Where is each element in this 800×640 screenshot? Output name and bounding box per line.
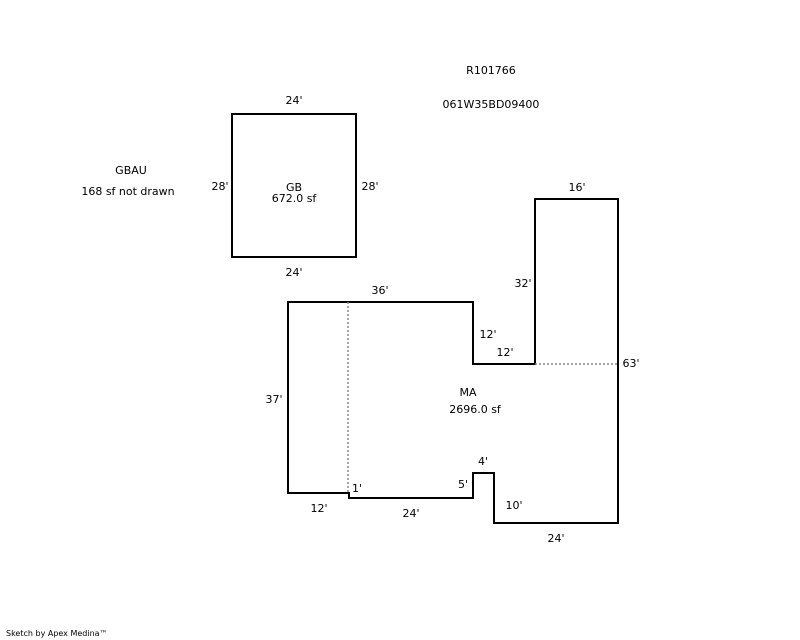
main-dim-right: 63' [622,357,639,370]
main-dim-jog: 1' [352,482,362,495]
main-dim-top: 36' [371,284,388,297]
main-dim-wing-top: 16' [568,181,585,194]
garage-code: GB [286,181,302,194]
main-dim-notch-up: 5' [458,478,468,491]
main-area-code: MA [459,386,476,399]
parcel-id: R101766 [466,64,516,77]
main-dim-left: 37' [265,393,282,406]
undrawn-area-code: GBAU [115,164,147,177]
main-dim-step-down: 12' [479,328,496,341]
garage-dim-top: 24' [285,94,302,107]
sketch-credit: Sketch by Apex Medina™ [6,629,108,638]
undrawn-area-note: 168 sf not drawn [81,185,174,198]
garage-area: 672.0 sf [272,192,318,205]
main-dim-step-across: 12' [496,346,513,359]
main-dim-bottom-right: 24' [547,532,564,545]
garage-dim-left: 28' [211,180,228,193]
main-area-size: 2696.0 sf [449,403,502,416]
garage-dim-bottom: 24' [285,266,302,279]
main-dim-bottom-left: 12' [310,502,327,515]
main-dim-bottom-mid: 24' [402,507,419,520]
garage-outline [231,113,357,258]
map-number: 061W35BD09400 [443,98,540,111]
main-dim-wing-height: 32' [514,277,531,290]
garage-dim-right: 28' [361,180,378,193]
main-dim-notch-down: 10' [505,499,522,512]
main-area-outline [287,198,619,524]
main-dim-notch-top: 4' [478,455,488,468]
